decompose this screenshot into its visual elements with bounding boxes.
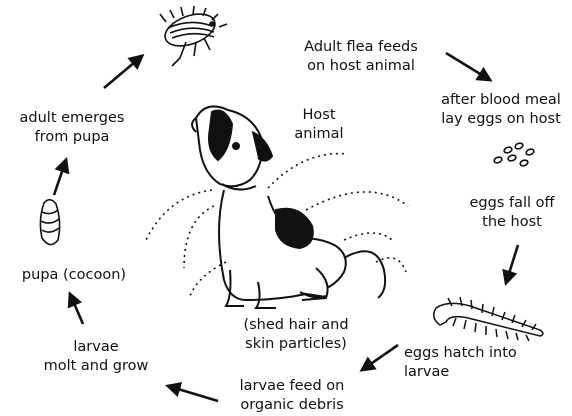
label-larvae-feed: larvae feed on organic debris — [228, 377, 356, 415]
arrow-fall-to-hatch — [506, 245, 518, 283]
arrow-feeds-to-lay — [446, 53, 490, 80]
arrow-emerge-to-adult — [104, 56, 142, 88]
arrow-molt-to-pupa — [70, 294, 83, 324]
label-lay-eggs: after blood meal lay eggs on host — [432, 91, 570, 129]
label-host-animal: Host animal — [284, 106, 354, 144]
arrow-pupa-to-emerge — [54, 160, 66, 195]
label-eggs-hatch: eggs hatch into larvae — [404, 344, 532, 382]
flea-eggs-icon — [493, 142, 534, 167]
arrow-feed-to-molt — [168, 386, 218, 401]
flea-larva-icon — [434, 297, 543, 341]
label-larvae-molt: larvae molt and grow — [34, 338, 158, 376]
label-eggs-fall-off: eggs fall off the host — [454, 194, 570, 232]
label-adult-emerges: adult emerges from pupa — [10, 109, 134, 147]
adult-flea-icon — [160, 6, 227, 66]
label-adult-flea-feeds: Adult flea feeds on host animal — [296, 38, 426, 76]
label-shed-hair: (shed hair and skin particles) — [230, 316, 362, 354]
arrow-hatch-to-feed — [362, 345, 398, 370]
label-pupa: pupa (cocoon) — [6, 266, 142, 285]
flea-pupa-icon — [40, 200, 59, 245]
